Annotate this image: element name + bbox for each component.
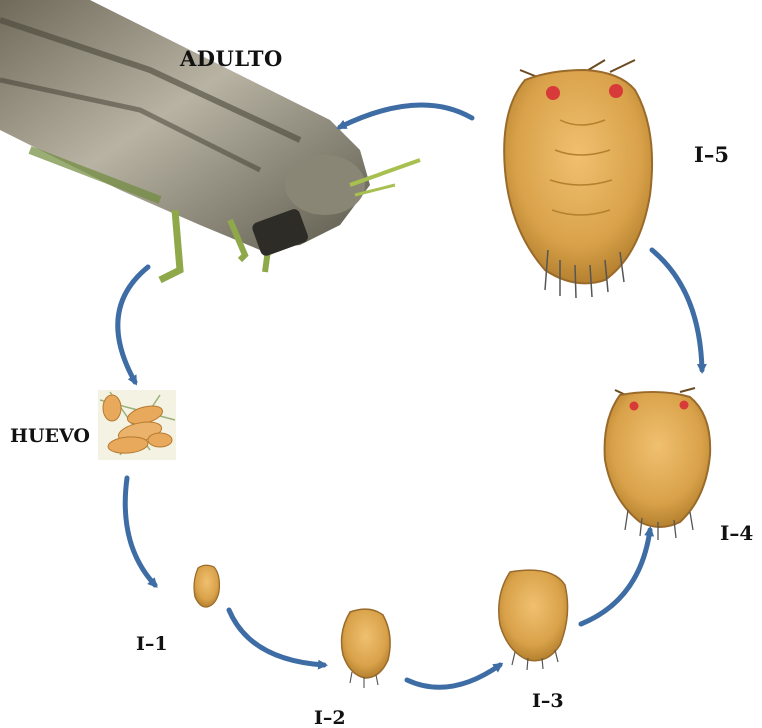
cycle-arrow-icon: [125, 478, 155, 585]
nymph-i2-image: [342, 609, 391, 688]
nymph-i1-image: [194, 565, 219, 607]
egg-cluster-image: [98, 390, 176, 460]
stage-label-i2: I–2: [314, 707, 346, 728]
adult-insect-image: [0, 0, 420, 280]
cycle-arrow-icon: [229, 610, 324, 665]
nymph-i4-image: [605, 388, 711, 540]
nymph-i5-image: [504, 60, 652, 298]
stage-label-i1: I–1: [136, 633, 168, 655]
stage-label-huevo: HUEVO: [10, 425, 90, 447]
cycle-arrow-icon: [652, 250, 702, 370]
cycle-arrow-icon: [407, 665, 500, 687]
stage-label-i5: I–5: [694, 142, 729, 167]
cycle-arrow-icon: [340, 105, 472, 127]
cycle-arrow-icon: [118, 267, 148, 382]
cycle-arrow-icon: [581, 530, 650, 624]
stage-label-i3: I–3: [532, 690, 564, 712]
stage-label-adulto: ADULTO: [179, 46, 283, 71]
stage-label-i4: I–4: [720, 521, 753, 545]
nymph-i3-image: [499, 570, 568, 670]
